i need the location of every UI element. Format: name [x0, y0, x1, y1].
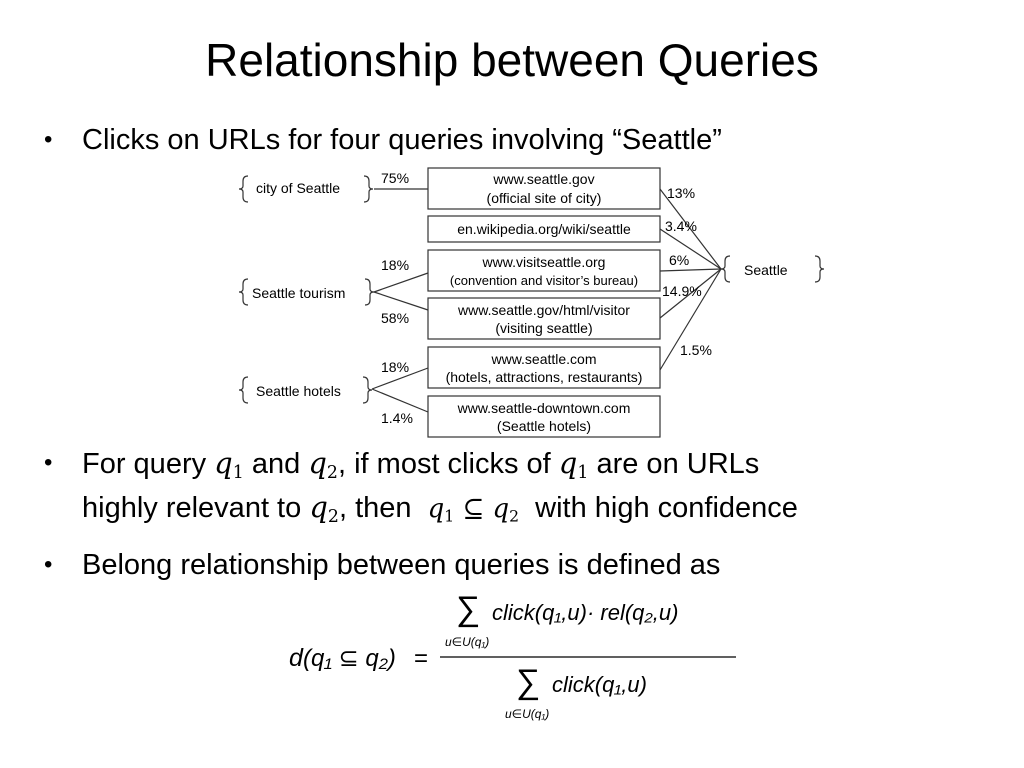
edge	[659, 268, 722, 272]
url-line: www.seattle-downtown.com	[457, 400, 631, 416]
math-var: q1	[558, 446, 589, 484]
query-label: Seattle tourism	[252, 285, 345, 301]
subscript: 2	[509, 507, 520, 526]
url-box	[427, 395, 661, 438]
bullet-3-text: Belong relationship between queries is d…	[82, 549, 721, 581]
brace	[363, 175, 374, 203]
subset-symbol: ⊆	[462, 494, 485, 524]
bullet-dot: •	[44, 126, 53, 153]
percent-label: 75%	[381, 170, 409, 186]
var-q: q	[214, 446, 233, 480]
subscript: 1	[577, 463, 589, 484]
formula-d: d	[289, 644, 304, 672]
formula-lhs: (q₁ ⊆ q₂)	[303, 645, 396, 672]
text-run: , if most clicks of	[337, 448, 559, 480]
bullet-1-text: Clicks on URLs for four queries involvin…	[82, 124, 722, 156]
var-q: q	[492, 494, 510, 524]
url-line: (visiting seattle)	[495, 320, 592, 336]
text-run: For query	[82, 448, 215, 480]
brace	[238, 278, 249, 306]
percent-label: 1.4%	[381, 410, 413, 426]
url-line: www.seattle.gov/html/visitor	[457, 302, 630, 318]
text-run: , then	[338, 492, 420, 524]
sum-symbol: ∑	[516, 663, 540, 701]
url-line: www.visitseattle.org	[482, 254, 606, 270]
brace	[814, 255, 825, 283]
bullet-2-line-1: For query q1 and q2, if most clicks of q…	[82, 441, 759, 495]
text-run: with high confidence	[527, 492, 798, 524]
url-line: (convention and visitor’s bureau)	[450, 273, 638, 288]
percent-label: 1.5%	[680, 342, 712, 358]
edge	[373, 272, 429, 293]
brace	[238, 175, 249, 203]
subscript: 1	[444, 507, 455, 526]
bullet-dot: •	[44, 449, 53, 476]
slide-title: Relationship between Queries	[205, 34, 819, 86]
edge	[659, 268, 722, 319]
bullet-dot: •	[44, 551, 53, 578]
edge	[659, 228, 722, 270]
url-line: (official site of city)	[487, 190, 602, 206]
formula-equals: =	[414, 645, 428, 672]
url-line: en.wikipedia.org/wiki/seattle	[457, 221, 631, 237]
subset-expression: q1 ⊆ q2	[420, 494, 527, 526]
sum-symbol: ∑	[456, 590, 480, 628]
percent-label: 58%	[381, 310, 409, 326]
percent-label: 14.9%	[662, 283, 702, 299]
percent-label: 6%	[669, 252, 689, 268]
formula-denominator: click(q₁,u)	[552, 672, 647, 697]
edge	[659, 188, 722, 270]
text-run: are on URLs	[588, 448, 760, 480]
percent-label: 18%	[381, 359, 409, 375]
brace	[238, 376, 249, 404]
text-run: highly relevant to	[82, 492, 310, 524]
edge	[371, 367, 429, 390]
query-label: city of Seattle	[256, 180, 340, 196]
var-q: q	[558, 446, 578, 480]
url-box	[427, 346, 661, 389]
url-line: (hotels, attractions, restaurants)	[446, 369, 643, 385]
var-q: q	[427, 494, 445, 524]
edge	[373, 291, 429, 311]
percent-label: 3.4%	[665, 218, 697, 234]
math-var: q2	[308, 446, 338, 484]
edge	[659, 268, 722, 371]
subscript: 2	[326, 463, 338, 484]
url-line: (Seattle hotels)	[497, 418, 591, 434]
sum-index: u∈U(q₁)	[505, 707, 549, 721]
url-line: www.seattle.com	[490, 351, 596, 367]
math-var: q1	[214, 446, 244, 484]
subscript: 1	[232, 463, 244, 484]
var-q: q	[308, 446, 327, 480]
target-query-label: Seattle	[744, 262, 788, 278]
percent-label: 18%	[381, 257, 409, 273]
math-var: q2	[309, 490, 339, 528]
edge	[371, 388, 429, 413]
var-q: q	[309, 490, 328, 524]
percent-label: 13%	[667, 185, 695, 201]
url-line: www.seattle.gov	[492, 171, 594, 187]
bullet-2-line-2: highly relevant to q2, then q1 ⊆ q2 with…	[82, 485, 798, 539]
text-run: and	[243, 448, 309, 480]
formula-numerator: click(q₁,u)· rel(q₂,u)	[492, 600, 678, 625]
query-label: Seattle hotels	[256, 383, 341, 399]
brace	[362, 376, 373, 404]
subscript: 2	[327, 507, 339, 528]
url-box	[427, 297, 661, 340]
sum-index: u∈U(q₁)	[445, 635, 489, 649]
